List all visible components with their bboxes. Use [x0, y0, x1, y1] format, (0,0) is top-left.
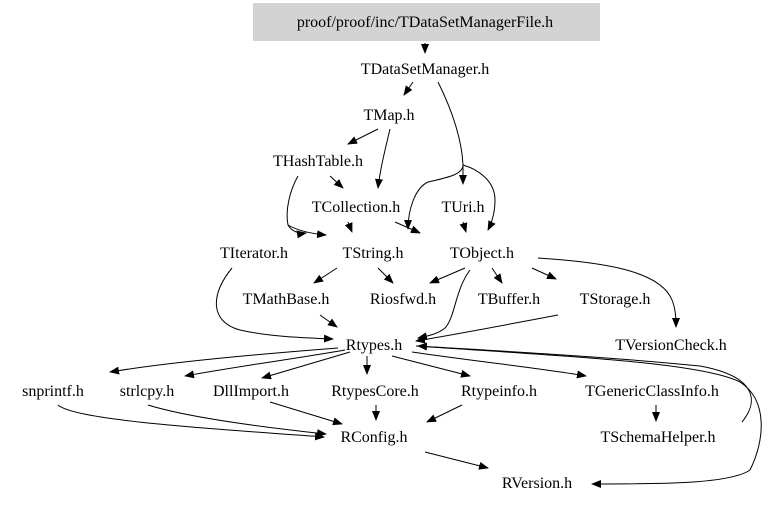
edge-snprintf-rconfig: [57, 404, 325, 441]
edge-thashtable-tstring: [287, 224, 327, 239]
edge-turi-tobject: [459, 221, 468, 233]
node-tstorage[interactable]: TStorage.h: [580, 291, 651, 308]
node-root[interactable]: proof/proof/inc/TDataSetManagerFile.h: [297, 14, 553, 31]
node-snprintf[interactable]: snprintf.h: [22, 383, 84, 400]
edge-tschemahelper-rtypes: [417, 342, 752, 423]
node-tbuffer[interactable]: TBuffer.h: [478, 291, 540, 308]
edge-thashtable-titerator: [286, 175, 307, 239]
node-riosfwd[interactable]: Riosfwd.h: [370, 291, 436, 308]
node-rconfig[interactable]: RConfig.h: [340, 429, 407, 446]
node-tmathbase[interactable]: TMathBase.h: [243, 291, 330, 308]
edge-rtypes-strlcpy: [184, 349, 346, 379]
edge-tobject-rtypes: [417, 269, 471, 341]
node-strlcpy[interactable]: strlcpy.h: [120, 383, 175, 400]
node-rtypes[interactable]: Rtypes.h: [346, 337, 402, 354]
edge-rtypes-rtypeinfo: [391, 355, 471, 378]
edge-tmap-tcollection: [375, 128, 391, 189]
edge-rtypes-tgenericclassinfo: [411, 351, 587, 379]
node-rtypeinfo[interactable]: Rtypeinfo.h: [461, 383, 537, 400]
node-tgenericclassinfo[interactable]: TGenericClassInfo.h: [585, 383, 719, 400]
node-tdatasetmanager[interactable]: TDataSetManager.h: [361, 61, 489, 78]
edge-tmathbase-rtypes: [319, 314, 338, 328]
edge-rtypes-dllimport: [261, 351, 351, 380]
edge-strlcpy-rconfig: [147, 404, 327, 438]
node-tversioncheck[interactable]: TVersionCheck.h: [615, 337, 727, 354]
edge-tdatasetmanager-tobject: [462, 164, 496, 231]
node-tcollection[interactable]: TCollection.h: [312, 199, 400, 216]
edge-tobject-tstorage: [531, 267, 557, 280]
node-turi[interactable]: TUri.h: [441, 199, 484, 216]
edge-titerator-rtypes: [216, 267, 334, 343]
edge-tcollection-tobject: [394, 221, 421, 234]
edge-tobject-tversioncheck: [537, 257, 680, 328]
node-tschemahelper[interactable]: TSchemaHelper.h: [600, 429, 715, 446]
edge-rtypes-snprintf: [109, 347, 339, 375]
node-tstring[interactable]: TString.h: [343, 245, 404, 262]
root-node-box: [253, 3, 600, 41]
edge-dllimport-rconfig: [269, 401, 343, 426]
node-titerator[interactable]: TIterator.h: [220, 245, 288, 262]
node-dllimport[interactable]: DllImport.h: [213, 383, 289, 400]
edge-thashtable-tcollection: [329, 175, 344, 189]
edge-tdatasetmanager-tcollection: [404, 81, 464, 230]
edge-rtypes-rversion: [415, 345, 762, 488]
edge-tcollection-tstring: [344, 221, 353, 233]
edge-tobject-riosfwd: [429, 267, 466, 284]
edge-tstorage-rtypes: [415, 314, 559, 344]
edge-tmap-thashtable: [347, 128, 379, 145]
node-thashtable[interactable]: THashTable.h: [273, 153, 363, 170]
edge-tdatasetmanager-tmap: [403, 81, 414, 96]
edge-tstring-riosfwd: [377, 267, 394, 284]
node-tobject[interactable]: TObject.h: [450, 245, 514, 262]
edge-tstring-tmathbase: [313, 267, 338, 284]
node-rversion[interactable]: RVersion.h: [502, 475, 572, 492]
edges: [57, 43, 762, 488]
node-tmap[interactable]: TMap.h: [363, 107, 414, 124]
edge-rconfig-rversion: [424, 451, 489, 470]
edge-tobject-tbuffer: [491, 267, 503, 284]
node-rtypescore[interactable]: RtypesCore.h: [331, 383, 419, 400]
edge-rtypeinfo-rconfig: [426, 404, 463, 423]
